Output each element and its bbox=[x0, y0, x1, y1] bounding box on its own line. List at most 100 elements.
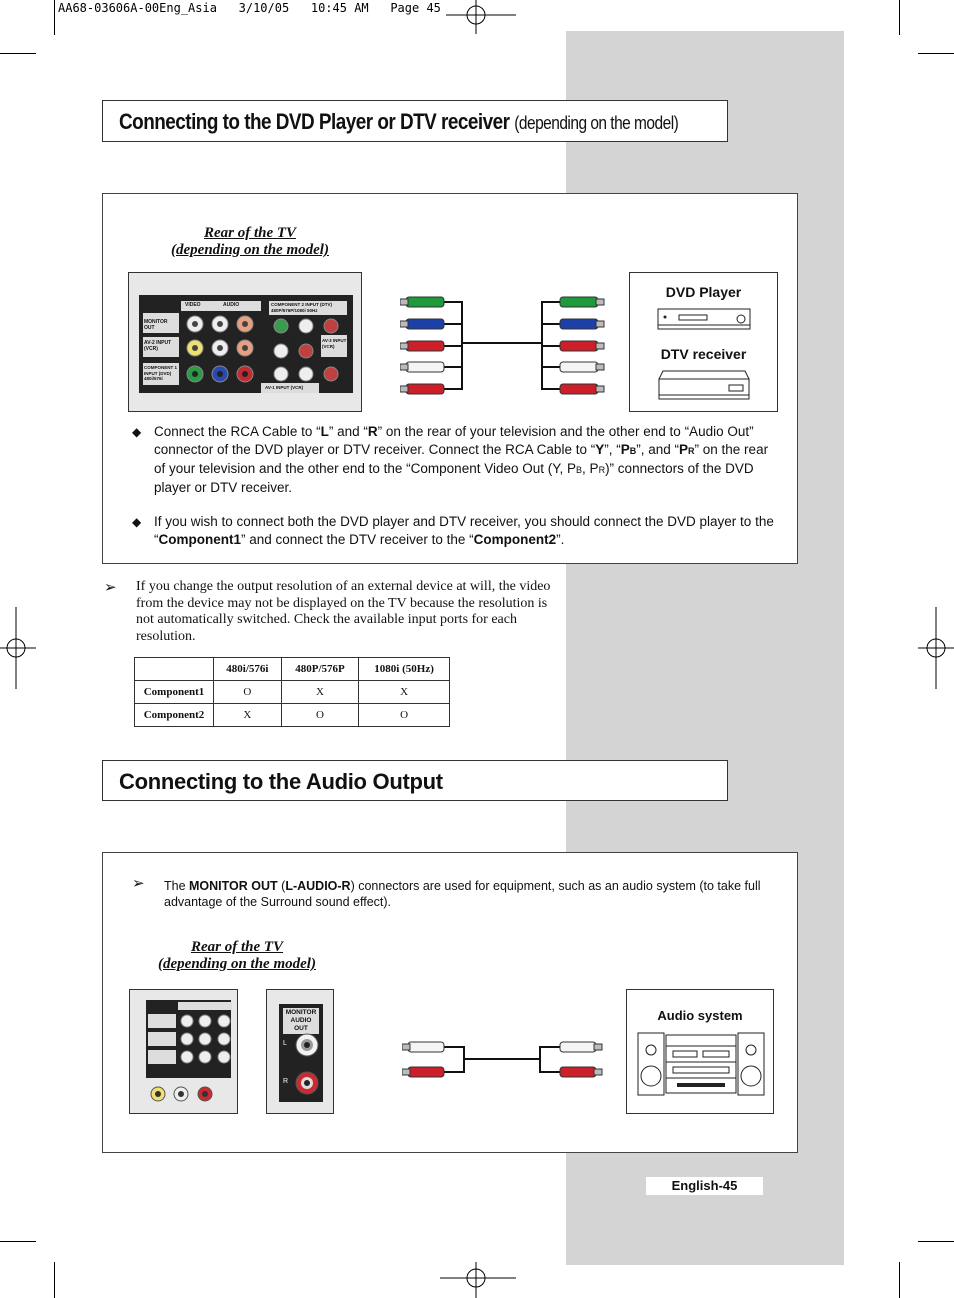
note-arrow-icon: ➢ bbox=[132, 875, 145, 892]
table-row: Component2 X O O bbox=[134, 703, 450, 727]
title-main: Connecting to the DVD Player or DTV rece… bbox=[119, 109, 510, 134]
audio-title-text: Connecting to the Audio Output bbox=[119, 769, 443, 794]
table-cell: X bbox=[280, 680, 360, 704]
text: ( bbox=[277, 879, 286, 893]
panel-label-component1: COMPONENT 1 INPUT (DVD) 480i/576i bbox=[144, 365, 178, 381]
registration-mark-icon bbox=[0, 607, 36, 689]
panel-label-av2: AV-2 INPUT (VCR) bbox=[144, 340, 172, 352]
panel-label-av3: AV-3 INPUT (VCR) bbox=[322, 338, 347, 349]
bold-text: R bbox=[367, 424, 378, 439]
text: )” connectors of the DVD player or DTV r… bbox=[154, 461, 754, 495]
rear-label-line2: (depending on the model) bbox=[158, 956, 316, 972]
left-channel-label: L bbox=[283, 1040, 287, 1047]
table-header-row: 480i/576i 480P/576P 1080i (50Hz) bbox=[134, 657, 450, 681]
diamond-bullet-icon: ◆ bbox=[132, 425, 142, 439]
crop-mark bbox=[0, 53, 36, 54]
panel-label-audio: AUDIO bbox=[223, 302, 240, 308]
registration-mark-icon bbox=[918, 607, 954, 689]
rear-panel-jacks-icon bbox=[148, 1002, 232, 1102]
text: ” on the rear of your television and the… bbox=[154, 442, 769, 476]
table-cell: X bbox=[213, 703, 282, 727]
note-arrow-icon: ➢ bbox=[104, 579, 117, 596]
bold-text: MONITOR OUT bbox=[189, 879, 278, 893]
audio-system-box: Audio system bbox=[626, 989, 774, 1114]
text: ”, and “ bbox=[636, 442, 680, 457]
table-header: 1080i (50Hz) bbox=[358, 657, 450, 681]
bold-text: P bbox=[620, 442, 630, 457]
text: If you wish to connect both the DVD play… bbox=[154, 514, 774, 547]
table-cell: O bbox=[358, 703, 450, 727]
panel-label-component2: COMPONENT 2 INPUT (DTV) 480P/576P/1080i … bbox=[271, 302, 333, 313]
rear-label-line1: Rear of the TV bbox=[190, 939, 284, 955]
table-row-header: Component1 bbox=[134, 680, 214, 704]
text: The bbox=[164, 879, 190, 893]
tv-rear-panel-small bbox=[129, 989, 238, 1114]
table-header: 480i/576i bbox=[213, 657, 282, 681]
dtv-receiver-icon bbox=[658, 370, 750, 400]
print-header: AA68-03606A-00Eng_Asia 3/10/05 10:45 AM … bbox=[58, 1, 441, 15]
table-row: Component1 O X X bbox=[134, 680, 450, 704]
monitor-audio-out-panel: MONITOR AUDIO OUT L R bbox=[266, 989, 334, 1114]
table-cell: X bbox=[358, 680, 450, 704]
bold-text: L bbox=[320, 424, 329, 439]
bold-text: Y bbox=[595, 442, 605, 457]
table-cell: O bbox=[213, 680, 282, 704]
diamond-bullet-icon: ◆ bbox=[132, 515, 142, 529]
panel-label-av1: AV-1 INPUT (VCR) bbox=[265, 385, 304, 390]
bold-text: P bbox=[679, 442, 689, 457]
monitor-out-note: The MONITOR OUT (L-AUDIO-R) connectors a… bbox=[164, 878, 764, 910]
dvd-player-icon bbox=[657, 308, 751, 330]
tv-rear-panel: VIDEO AUDIO MONITOR OUT AV-2 INPUT (VCR)… bbox=[128, 272, 362, 412]
registration-mark-icon bbox=[446, 0, 516, 34]
text: ” on the rear of your television and the… bbox=[154, 424, 754, 457]
crop-mark bbox=[918, 53, 954, 54]
right-channel-label: R bbox=[283, 1078, 289, 1085]
dvd-player-label: DVD Player bbox=[665, 284, 742, 300]
crop-mark bbox=[899, 0, 900, 35]
text: ” and connect the DTV receiver to the “ bbox=[241, 532, 474, 547]
crop-mark bbox=[899, 1262, 900, 1298]
rear-label-line2: (depending on the model) bbox=[171, 242, 329, 258]
audio-system-label: Audio system bbox=[657, 1008, 743, 1023]
bullet-both-devices: ◆ If you wish to connect both the DVD pla… bbox=[132, 513, 780, 549]
rear-label-line1: Rear of the TV bbox=[203, 225, 297, 241]
resolution-note: If you change the output resolution of a… bbox=[136, 579, 551, 644]
table-cell bbox=[134, 657, 214, 681]
page-number: English-45 bbox=[646, 1177, 763, 1195]
table-cell: O bbox=[280, 703, 360, 727]
registration-mark-icon bbox=[440, 1262, 516, 1298]
dvd-dtv-device-box: DVD Player DTV receiver bbox=[629, 272, 778, 412]
rear-panel-jacks-icon bbox=[143, 301, 347, 393]
text: ) connectors are used for equipment, suc… bbox=[164, 879, 761, 909]
text: ” and “ bbox=[328, 424, 368, 439]
rear-of-tv-label: Rear of the TV (depending on the model) bbox=[137, 939, 337, 973]
rear-of-tv-label: Rear of the TV (depending on the model) bbox=[150, 225, 350, 259]
text: ”, “ bbox=[604, 442, 621, 457]
crop-mark bbox=[918, 1241, 954, 1242]
dtv-receiver-label: DTV receiver bbox=[660, 346, 747, 362]
table-row-header: Component2 bbox=[134, 703, 214, 727]
crop-mark bbox=[0, 1241, 36, 1242]
bold-text: L-AUDIO-R bbox=[285, 879, 351, 893]
resolution-table: 480i/576i 480P/576P 1080i (50Hz) Compone… bbox=[134, 657, 450, 727]
subscript: B bbox=[576, 465, 583, 475]
text: ”. bbox=[556, 532, 565, 547]
bold-subscript: R bbox=[688, 446, 695, 456]
title-sub: (depending on the model) bbox=[514, 113, 679, 133]
audio-system-icon bbox=[637, 1032, 765, 1096]
table-header: 480P/576P bbox=[280, 657, 360, 681]
rca-cables-audio-icon bbox=[402, 1041, 603, 1078]
subscript: R bbox=[598, 465, 606, 475]
section-title-dvd: Connecting to the DVD Player or DTV rece… bbox=[102, 100, 728, 142]
bold-text: Component1 bbox=[158, 532, 242, 547]
bullet-connect-rca: ◆Connect the RCA Cable to “L” and “R” on… bbox=[132, 423, 780, 497]
crop-mark bbox=[54, 0, 55, 35]
bold-subscript: B bbox=[629, 446, 637, 456]
text: , P bbox=[582, 461, 599, 476]
monitor-audio-out-label: MONITOR AUDIO OUT bbox=[283, 1008, 319, 1034]
panel-label-monitor-out: MONITOR OUT bbox=[144, 319, 168, 331]
rca-cables-component-icon bbox=[400, 296, 605, 395]
text: Connect the RCA Cable to “ bbox=[154, 424, 321, 439]
monitor-jacks-icon bbox=[295, 1033, 319, 1095]
bold-text: Component2 bbox=[473, 532, 557, 547]
